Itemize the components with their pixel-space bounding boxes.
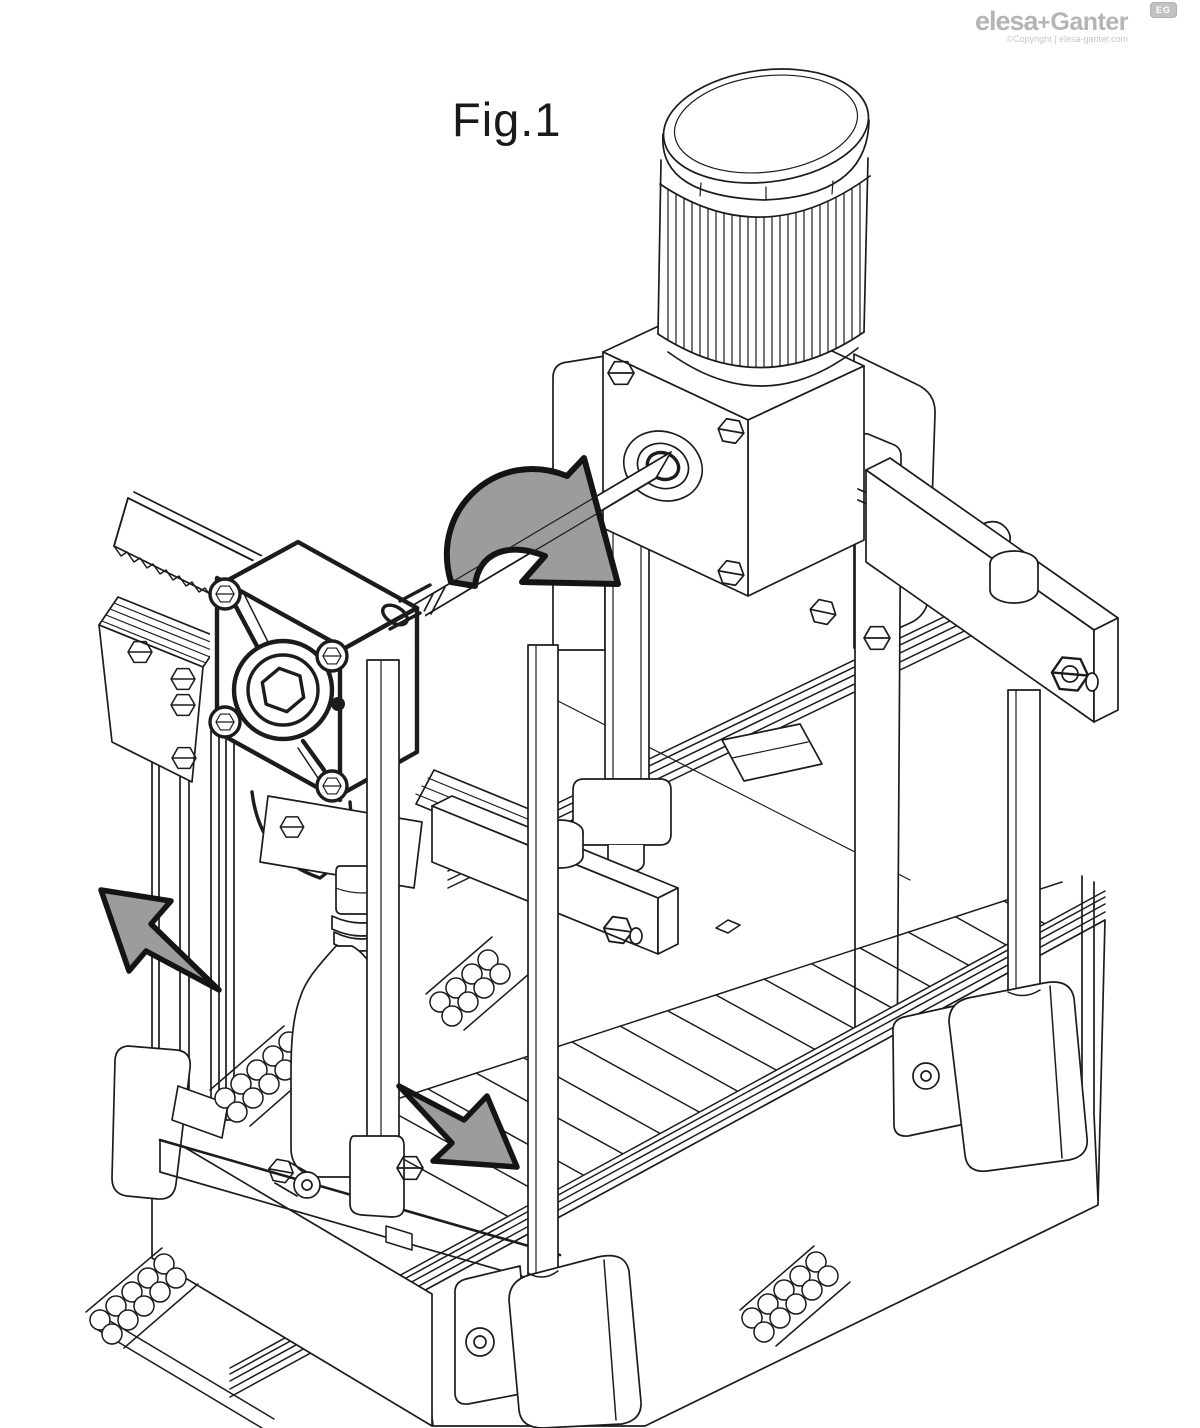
logo-ganter: Ganter [1050,8,1128,36]
logo-elesa: elesa [974,6,1039,36]
gearbox [602,351,891,651]
guide-rails [229,890,1106,1402]
logo-plus: + [1037,10,1051,35]
arrow-right [396,1083,520,1170]
elesa-ganter-logo: elesa+Ganter [974,6,1129,37]
side-grip-chains [209,936,531,1127]
feet [454,981,1089,1428]
guide-columns [527,644,559,1291]
motor [657,68,871,437]
figure-label: Fig.1 [452,93,562,146]
cam-follower [266,1157,321,1199]
rotation-arrow [390,451,672,637]
side-grip-chains [85,1245,851,1349]
guide-rails [447,584,1011,889]
eg-badge-icon: EG [1149,2,1177,18]
guide-rail-brackets [857,457,1119,723]
brand-area: elesa+Ganter ©Copyright | elesa-ganter.c… [880,0,1180,60]
clamp-bracket [98,596,223,783]
copyright-text: ©Copyright | elesa-ganter.com [1006,34,1128,44]
arrow-left [98,887,222,993]
guide-columns [349,659,424,1218]
sheet-bracket-tab [721,723,823,782]
